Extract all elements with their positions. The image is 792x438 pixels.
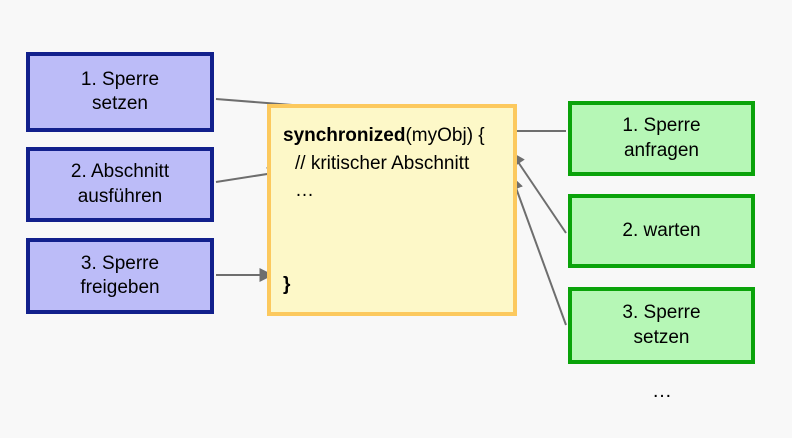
right-steps-ellipsis: …: [652, 380, 674, 402]
right-step-request-lock[interactable]: 1. Sperre anfragen: [568, 101, 755, 176]
left-step-label: 2. Abschnitt ausführen: [70, 161, 170, 207]
right-step-set-lock[interactable]: 3. Sperre setzen: [568, 287, 755, 364]
code-line-open-rest: (myObj) {: [405, 125, 485, 146]
code-line-close: }: [283, 273, 291, 295]
keyword-synchronized: synchronized: [283, 125, 406, 146]
arrow-wait: [511, 151, 567, 234]
left-step-label: 1. Sperre setzen: [80, 68, 160, 114]
code-line-open: synchronized(myObj) {: [283, 122, 501, 150]
right-step-wait[interactable]: 2. warten: [568, 194, 755, 268]
left-step-set-lock[interactable]: 1. Sperre setzen: [26, 52, 214, 132]
code-line-ellipsis: …: [295, 180, 314, 202]
right-step-label: 1. Sperre anfragen: [622, 115, 701, 161]
right-step-label: 2. warten: [622, 219, 701, 241]
right-step-label: 3. Sperre setzen: [622, 302, 701, 348]
arrow-set-lock-green: [509, 175, 567, 326]
code-block: synchronized(myObj) { // kritischer Absc…: [267, 104, 517, 316]
left-step-release-lock[interactable]: 3. Sperre freigeben: [26, 238, 214, 314]
code-line-comment: // kritischer Abschnitt: [295, 152, 470, 174]
left-step-label: 3. Sperre freigeben: [80, 252, 160, 298]
left-step-run-section[interactable]: 2. Abschnitt ausführen: [26, 147, 214, 222]
